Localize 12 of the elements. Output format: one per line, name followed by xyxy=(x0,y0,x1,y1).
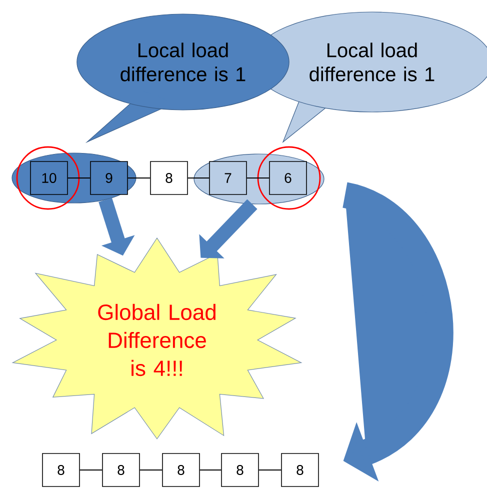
number-box: 8 xyxy=(162,453,200,487)
number-box: 8 xyxy=(221,453,259,487)
number-box: 8 xyxy=(102,453,140,487)
speech-bubble: Local load difference is 1 xyxy=(76,14,290,144)
number-box: 8 xyxy=(42,453,80,487)
number-box: 6 xyxy=(269,161,307,195)
number-box: 9 xyxy=(90,161,128,195)
number-box: 7 xyxy=(209,161,247,195)
arrow xyxy=(340,182,454,482)
number-box: 8 xyxy=(150,161,188,195)
number-box: 10 xyxy=(30,161,68,195)
number-box: 8 xyxy=(281,453,319,487)
